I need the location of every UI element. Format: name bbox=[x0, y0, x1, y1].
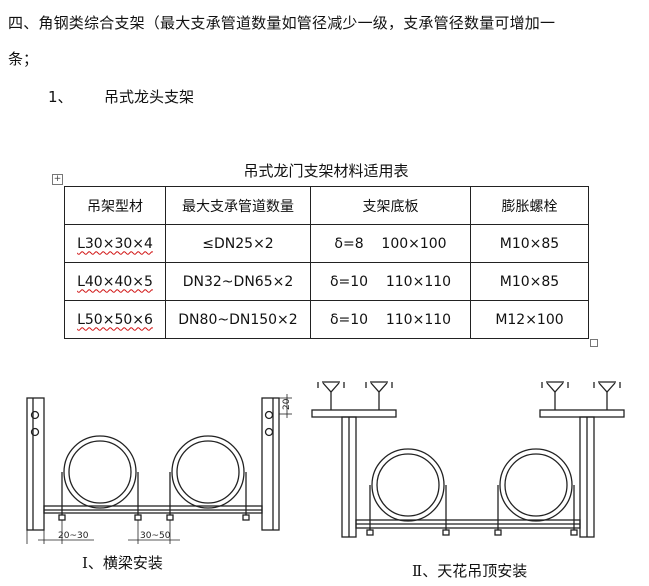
material-table: 吊架型材 最大支承管道数量 支架底板 膨胀螺栓 L30×30×4 ≤DN25×2… bbox=[64, 186, 589, 339]
table-header-cell: 吊架型材 bbox=[64, 186, 166, 225]
heading-number: 1、 bbox=[48, 88, 73, 106]
table-header-row: 吊架型材 最大支承管道数量 支架底板 膨胀螺栓 bbox=[64, 186, 589, 225]
dim-label-top: 20 bbox=[282, 398, 292, 410]
table-cell: M12×100 bbox=[470, 300, 589, 339]
table-cell: DN80~DN150×2 bbox=[165, 300, 311, 339]
table-cell: DN32~DN65×2 bbox=[165, 262, 311, 301]
table-cell: ≤DN25×2 bbox=[165, 224, 311, 263]
bracket-drawing: 20 20~30 30~50 bbox=[26, 381, 625, 544]
table-row: L30×30×4 ≤DN25×2 δ=8 100×100 M10×85 bbox=[64, 224, 589, 263]
figure-caption-right: Ⅱ、天花吊顶安装 bbox=[412, 562, 528, 580]
table-header-cell: 膨胀螺栓 bbox=[470, 186, 589, 225]
dim-label-left: 20~30 bbox=[58, 531, 89, 541]
table-cell: δ=8 100×100 bbox=[310, 224, 471, 263]
table-resize-handle[interactable] bbox=[590, 339, 598, 347]
table-header-cell: 最大支承管道数量 bbox=[165, 186, 311, 225]
table-cell: L40×40×5 bbox=[64, 262, 166, 301]
table-caption: 吊式龙门支架材料适用表 bbox=[243, 162, 409, 180]
table-header-cell: 支架底板 bbox=[310, 186, 471, 225]
table-cell: δ=10 110×110 bbox=[310, 262, 471, 301]
profile-value: L40×40×5 bbox=[77, 273, 153, 290]
beam-bracket-figure bbox=[26, 394, 292, 544]
profile-value: L50×50×6 bbox=[77, 311, 153, 328]
table-cell: δ=10 110×110 bbox=[310, 300, 471, 339]
heading-text: 吊式龙头支架 bbox=[104, 88, 195, 106]
paragraph-line-2: 条； bbox=[8, 50, 39, 68]
profile-value: L30×30×4 bbox=[77, 235, 153, 252]
section-heading: 1、 吊式龙头支架 bbox=[48, 86, 194, 107]
table-row: L40×40×5 DN32~DN65×2 δ=10 110×110 M10×85 bbox=[64, 262, 589, 301]
dim-label-mid: 30~50 bbox=[140, 531, 171, 541]
paragraph-line-1: 四、角钢类综合支架（最大支承管道数量如管径减少一级，支承管径数量可增加一 bbox=[8, 14, 556, 32]
table-cell: L30×30×4 bbox=[64, 224, 166, 263]
table-cell: L50×50×6 bbox=[64, 300, 166, 339]
table-move-handle-icon[interactable]: + bbox=[52, 174, 63, 185]
table-cell: M10×85 bbox=[470, 224, 589, 263]
table-cell: M10×85 bbox=[470, 262, 589, 301]
ceiling-bracket-figure bbox=[311, 381, 625, 538]
figure-caption-left: Ⅰ、横梁安装 bbox=[82, 554, 163, 572]
table-row: L50×50×6 DN80~DN150×2 δ=10 110×110 M12×1… bbox=[64, 300, 589, 339]
